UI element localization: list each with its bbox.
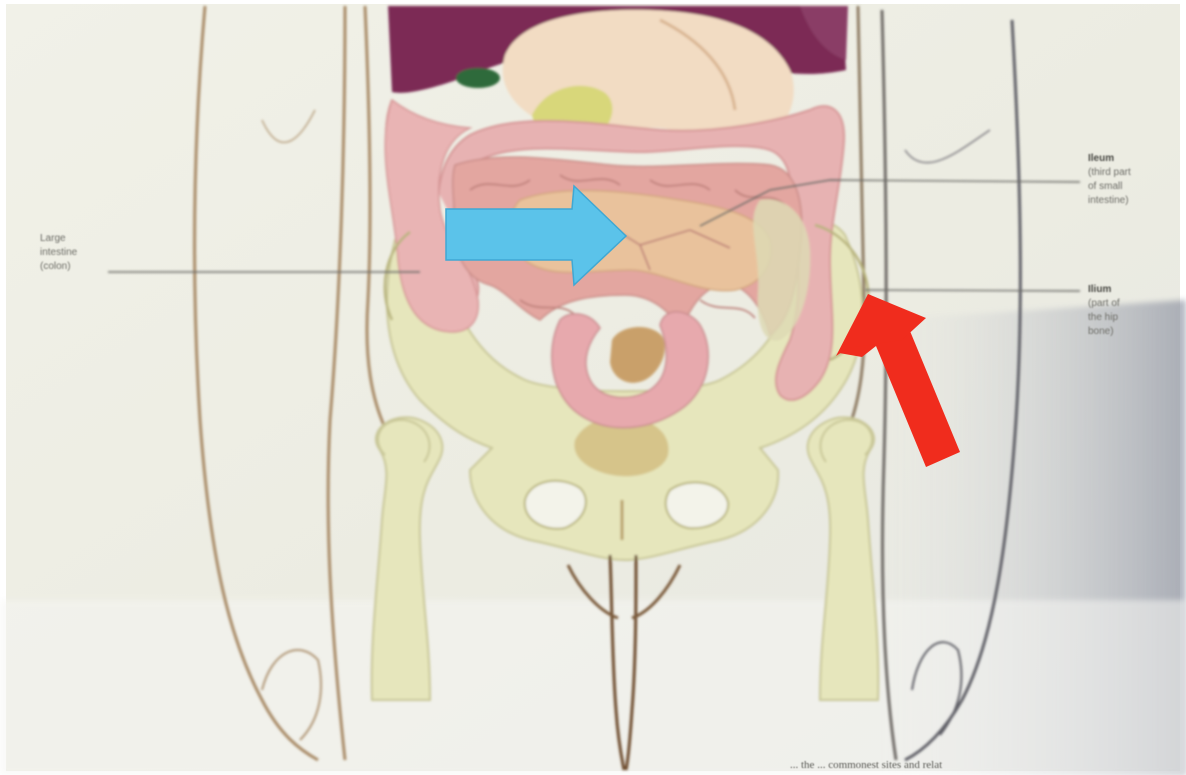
gallbladder xyxy=(456,68,500,88)
label-ileum: Ileum (third part of small intestine) xyxy=(1088,152,1131,208)
label-ilium-line4: bone) xyxy=(1088,325,1120,339)
label-ilium-line2: (part of xyxy=(1088,297,1120,311)
label-large-intestine: Large intestine (colon) xyxy=(40,232,77,274)
label-ilium-title: Ilium xyxy=(1088,283,1120,297)
label-large-intestine-line1: Large xyxy=(40,232,77,246)
label-ilium: Ilium (part of the hip bone) xyxy=(1088,283,1120,339)
page-caption-fragment: ... the ... commonest sites and relat xyxy=(790,759,942,771)
right-obturator-foramen xyxy=(666,482,728,528)
bottom-glare xyxy=(0,600,1186,775)
label-ileum-title: Ileum xyxy=(1088,152,1131,166)
label-ileum-line2: (third part xyxy=(1088,166,1131,180)
label-large-intestine-line3: (colon) xyxy=(40,260,77,274)
label-large-intestine-line2: intestine xyxy=(40,246,77,260)
left-obturator-foramen xyxy=(525,481,586,529)
label-ileum-line4: intestine) xyxy=(1088,194,1131,208)
label-ileum-line3: of small xyxy=(1088,180,1131,194)
label-ilium-line3: the hip xyxy=(1088,311,1120,325)
